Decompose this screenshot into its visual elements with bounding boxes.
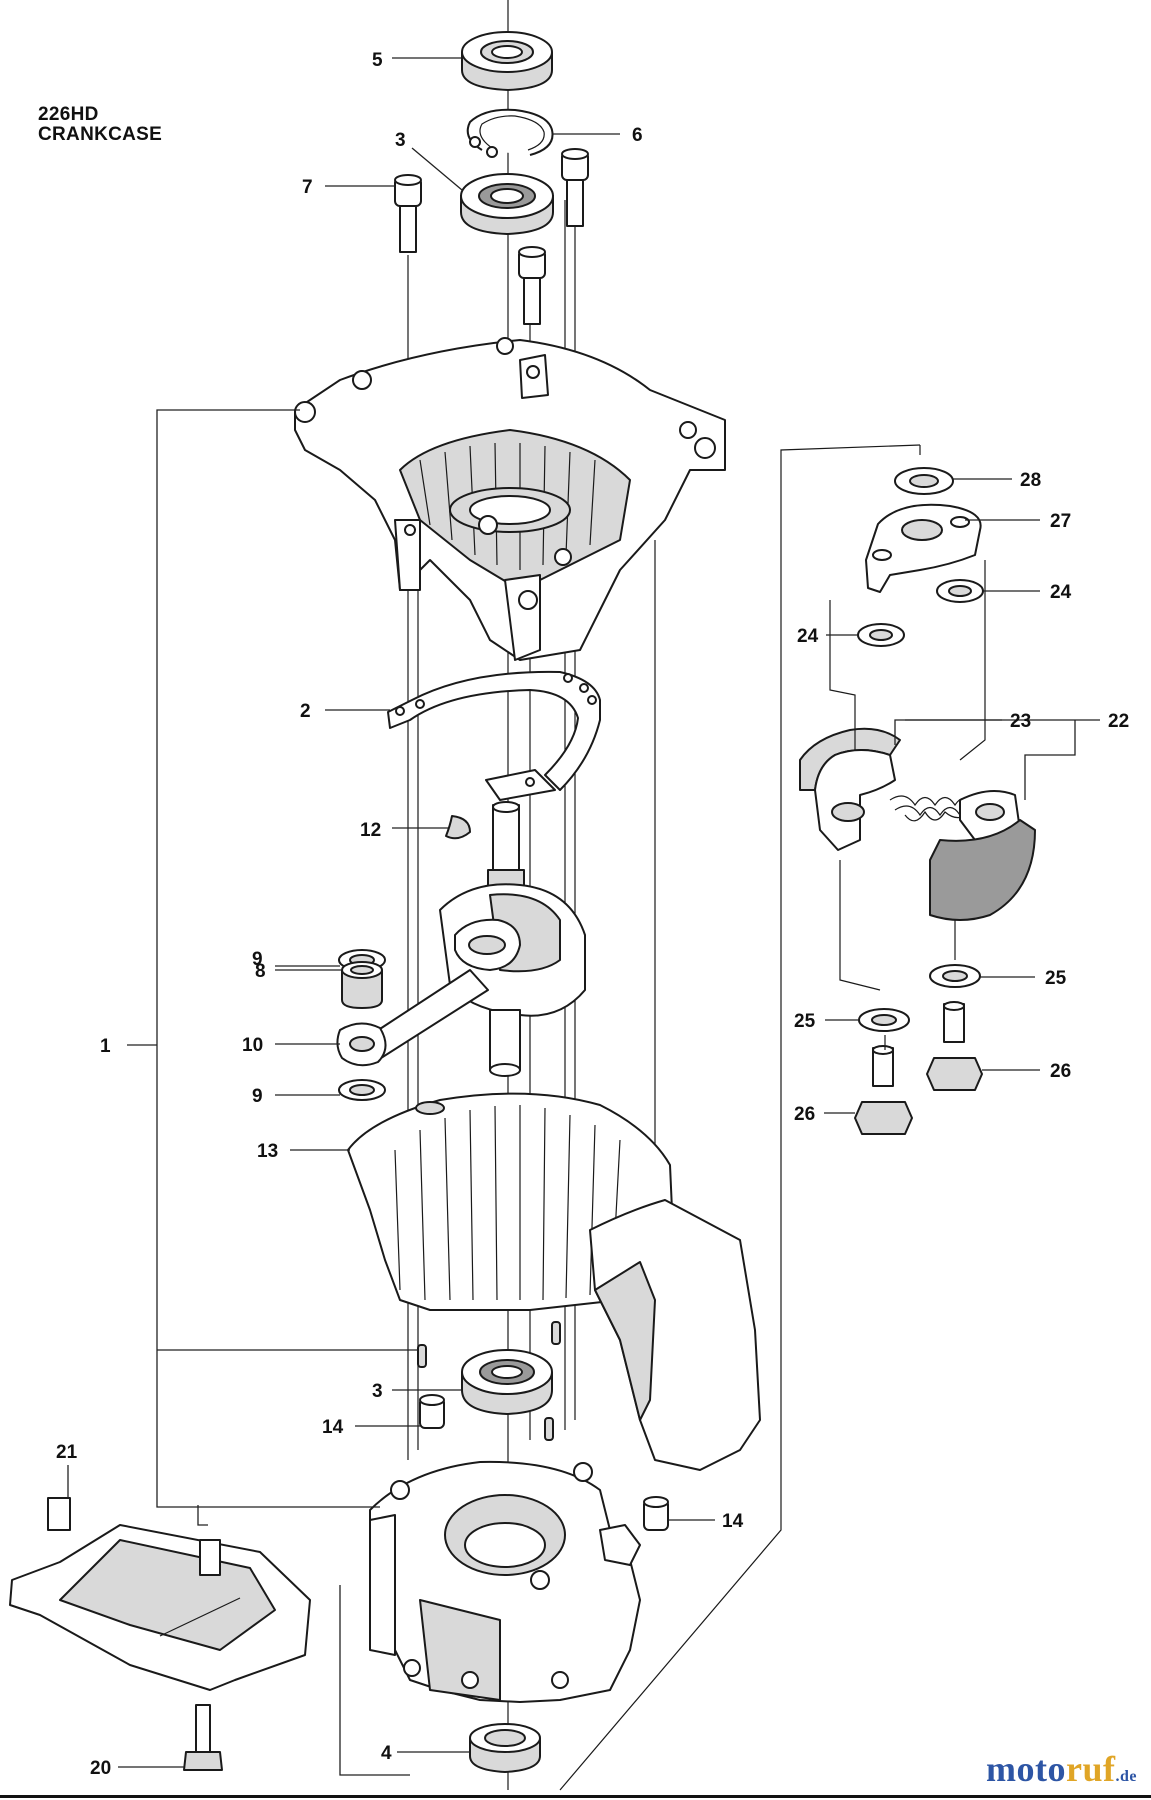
washer-part-28 — [894, 467, 954, 495]
clutch-shoe-left — [799, 727, 901, 851]
woodruff-key-part-12 — [445, 815, 471, 840]
callout-24-right: 24 — [1050, 582, 1072, 603]
clutch-shoe-right — [929, 790, 1036, 921]
washer-part-25-left — [858, 1008, 910, 1032]
bearing-part-3-lower — [461, 1349, 553, 1415]
callout-28: 28 — [1020, 470, 1041, 491]
callout-14-right: 14 — [722, 1511, 744, 1532]
callout-5: 5 — [372, 50, 383, 71]
callout-leaders — [67, 57, 1040, 1768]
callout-10: 10 — [242, 1035, 263, 1056]
watermark-part-3: .de — [1115, 1768, 1137, 1785]
washer-part-9-lower — [338, 1079, 386, 1101]
callout-13: 13 — [257, 1141, 278, 1162]
needle-bearing-part-8 — [341, 961, 383, 1009]
circlip-part-6 — [466, 108, 554, 158]
crankshaft-assembly — [336, 801, 586, 1077]
callout-26-right: 26 — [1050, 1061, 1071, 1082]
callout-3-lower: 3 — [372, 1381, 383, 1402]
dowel-pins — [417, 1321, 561, 1441]
screw-part-7-left — [394, 174, 422, 253]
screw-part-7-right — [561, 148, 589, 227]
callout-25-right: 25 — [1045, 968, 1067, 989]
shroud-part-13 — [347, 1092, 761, 1471]
bolt-part-26-right — [926, 1001, 983, 1091]
callout-8: 8 — [255, 961, 266, 982]
cover-part-21 — [9, 1497, 311, 1691]
section-title: CRANKCASE — [38, 124, 163, 145]
callout-labels: 5 6 3 7 1 2 12 9 8 10 9 13 3 14 14 21 20… — [56, 50, 1129, 1779]
screw-part-7-center — [518, 246, 546, 325]
callout-26-left: 26 — [794, 1104, 815, 1125]
bolt-part-26-left — [854, 1045, 913, 1135]
callout-3-upper: 3 — [395, 130, 406, 151]
watermark-part-1: moto — [986, 1749, 1066, 1789]
callout-2: 2 — [300, 701, 311, 722]
bracket-part-22 — [894, 719, 1100, 800]
screw-part-14-right — [643, 1496, 669, 1531]
callout-21: 21 — [56, 1442, 78, 1463]
bracket-part-21 — [197, 1505, 410, 1776]
callout-9-lower: 9 — [252, 1086, 263, 1107]
bottom-rule — [0, 1795, 1151, 1798]
screw-part-14-left — [419, 1394, 445, 1429]
bracket-part-1 — [127, 409, 418, 1508]
callout-24-left: 24 — [797, 626, 819, 647]
callout-7: 7 — [302, 177, 313, 198]
callout-23: 23 — [1010, 711, 1031, 732]
bearing-part-4 — [469, 1723, 541, 1773]
clutch-plate-part-27 — [865, 503, 982, 593]
crankcase-upper-half — [294, 337, 726, 661]
callout-4: 4 — [381, 1743, 392, 1764]
watermark-logo: motoruf.de — [986, 1748, 1137, 1790]
watermark-part-2: ruf — [1066, 1749, 1116, 1789]
callout-1: 1 — [100, 1036, 111, 1057]
bearing-part-5 — [461, 31, 553, 91]
gasket-part-2 — [387, 670, 601, 801]
bearing-part-3-upper — [460, 173, 554, 235]
screw-part-20 — [183, 1704, 223, 1771]
callout-14-left: 14 — [322, 1417, 344, 1438]
callout-6: 6 — [632, 125, 643, 146]
washer-part-25-right — [929, 964, 981, 988]
washer-part-24-left — [857, 623, 905, 647]
callout-22: 22 — [1108, 711, 1129, 732]
crankcase-lower-half — [369, 1460, 641, 1703]
callout-9-upper: 9 — [252, 949, 263, 970]
callout-20: 20 — [90, 1758, 111, 1779]
callout-12: 12 — [360, 820, 381, 841]
washer-part-24-right — [936, 579, 984, 603]
clutch-guide-lines — [559, 444, 986, 1791]
callout-25-left: 25 — [794, 1011, 816, 1032]
model-label: 226HD — [38, 104, 99, 125]
callout-27: 27 — [1050, 511, 1071, 532]
